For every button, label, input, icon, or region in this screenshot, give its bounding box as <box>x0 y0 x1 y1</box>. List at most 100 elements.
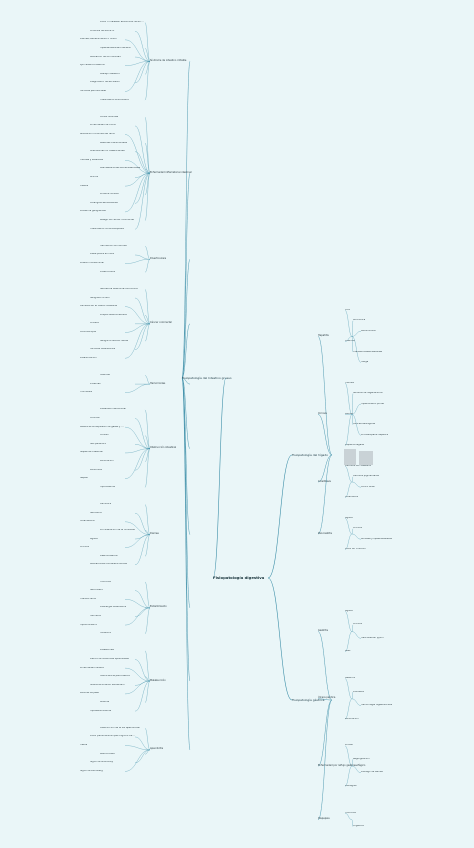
group-node[interactable]: Dispepsia <box>318 817 330 821</box>
leaf-node[interactable]: Tránsito lento <box>80 597 97 600</box>
leaf-node[interactable]: Diverticulitis <box>100 270 115 273</box>
group-node[interactable]: Obstrucción intestinal <box>150 446 177 450</box>
leaf-node[interactable]: Sepsis <box>80 477 88 480</box>
leaf-node[interactable]: Riesgo de cáncer colorrectal <box>100 219 134 222</box>
leaf-node[interactable]: Fístulas y estenosis <box>80 158 104 161</box>
group-node[interactable]: Pancreatitis <box>318 531 332 535</box>
leaf-node[interactable]: Alteración de la motilidad <box>90 55 121 58</box>
group-node[interactable]: Cáncer colorrectal <box>150 321 172 325</box>
leaf-node[interactable]: Pioderma gangrenoso <box>80 210 107 213</box>
leaf-node[interactable]: Criterios de Roma IV <box>90 29 115 32</box>
leaf-node[interactable]: Secuencia adenoma-carcinoma <box>100 287 138 290</box>
leaf-node[interactable]: Cólico biliar <box>361 485 375 488</box>
leaf-node[interactable]: Aguda <box>345 516 353 519</box>
leaf-node[interactable]: Pólipos adenomatosos <box>100 313 127 316</box>
leaf-node[interactable]: Diarrea, estreñimiento o mixto <box>80 38 117 41</box>
leaf-node[interactable]: Signo de Blumberg <box>80 769 103 772</box>
leaf-node[interactable]: Ascitis <box>345 412 353 415</box>
leaf-node[interactable]: Perforación <box>345 717 359 720</box>
leaf-node[interactable]: Fecaloma <box>100 632 112 635</box>
leaf-node[interactable]: Aguda <box>345 609 353 612</box>
leaf-node[interactable]: Disinergia defecatoria <box>100 606 127 609</box>
leaf-node[interactable]: Tratamiento sintomático <box>100 98 130 101</box>
leaf-node[interactable]: Funcional <box>100 580 112 583</box>
leaf-node[interactable]: Aguda <box>90 537 98 540</box>
leaf-node[interactable]: Hemorragia digestiva alta <box>361 704 393 707</box>
leaf-node[interactable]: Déficit de vitaminas liposolubles <box>90 658 129 660</box>
root-node[interactable]: Fisiopatología digestiva <box>213 574 265 580</box>
leaf-node[interactable]: Duodenal <box>353 690 365 693</box>
leaf-node[interactable]: Hipoalbuminemia <box>90 709 112 712</box>
leaf-node[interactable]: Amilasa y lipasa elevadas <box>361 537 392 540</box>
leaf-node[interactable]: Vómitos <box>90 417 100 420</box>
leaf-node[interactable]: Enfermedad de Crohn <box>90 124 117 127</box>
leaf-node[interactable]: Orgánica <box>353 825 364 828</box>
group-node[interactable]: Diarrea <box>150 532 159 536</box>
leaf-node[interactable]: Osmótica <box>100 503 112 506</box>
leaf-node[interactable]: Gástrica <box>345 677 355 680</box>
leaf-node[interactable]: Perforación <box>100 460 114 463</box>
leaf-node[interactable]: Sangre oculta en heces <box>100 339 129 342</box>
leaf-node[interactable]: Hipertensión portal <box>361 402 385 405</box>
group-node[interactable]: Úlcera péptica <box>318 696 336 700</box>
leaf-node[interactable]: Crónica <box>353 623 363 626</box>
leaf-node[interactable]: Alteraciones hidroelectrolíticas <box>90 563 127 566</box>
leaf-node[interactable]: Nódulos de regeneración <box>353 392 383 395</box>
leaf-node[interactable]: Diagnóstico de exclusión <box>90 81 120 84</box>
leaf-node[interactable]: Artritis <box>90 176 99 179</box>
branch-node[interactable]: Fisiopatología gástrica <box>292 697 325 702</box>
leaf-node[interactable]: Íleo paralítico <box>90 442 107 445</box>
leaf-node[interactable]: Estadificación <box>80 356 97 359</box>
leaf-node[interactable]: Funcional <box>345 811 357 814</box>
leaf-node[interactable]: Lesiones transmurales <box>100 141 127 144</box>
leaf-node[interactable]: Regurgitación <box>353 757 370 760</box>
leaf-node[interactable]: Fatiga <box>361 360 369 363</box>
leaf-node[interactable]: Dolor o malestar abdominal recurrente co… <box>100 21 145 24</box>
group-node[interactable]: Enfermedad inflamatoria intestinal <box>150 170 192 174</box>
group-node[interactable]: Colelitiasis <box>318 479 331 483</box>
leaf-node[interactable]: Colecistitis <box>345 496 358 499</box>
leaf-node[interactable]: Sangrado oculto <box>90 296 110 299</box>
leaf-node[interactable]: Helicobacter pylori <box>361 636 384 639</box>
leaf-node[interactable]: Pirosis <box>345 744 353 747</box>
branch-node[interactable]: Fisiopatología del hígado <box>292 452 328 457</box>
group-node[interactable]: Malabsorción <box>150 678 166 682</box>
leaf-node[interactable]: Colitis ulcerosa <box>100 115 119 118</box>
group-node[interactable]: Hemorroides <box>150 381 166 385</box>
leaf-node[interactable]: Vólvulo <box>100 434 109 437</box>
leaf-node[interactable]: Insuficiencia pancreática <box>100 675 130 678</box>
leaf-node[interactable]: Viral <box>345 308 351 311</box>
leaf-node[interactable]: Por alteración de la motilidad <box>100 528 136 531</box>
leaf-node[interactable]: Dolor en cinturón <box>345 548 366 551</box>
leaf-node[interactable]: Granulomas no caseificantes <box>90 150 125 153</box>
leaf-node[interactable]: Afectación continua del recto <box>80 132 115 135</box>
leaf-node[interactable]: Manejo dietético <box>100 72 120 75</box>
group-node[interactable]: Gastritis <box>318 629 328 633</box>
group-node[interactable]: Enfermedad por reflujo gastroesofágico <box>318 763 366 767</box>
leaf-node[interactable]: Esplenomegalia <box>345 444 364 447</box>
leaf-node[interactable]: Cambios en el hábito intestinal <box>80 305 118 308</box>
leaf-node[interactable]: Sobrecrecimiento bacteriano <box>90 683 125 686</box>
group-node[interactable]: Estreñimiento <box>150 605 167 609</box>
leaf-node[interactable]: Manifestaciones extraintestinales <box>100 167 141 170</box>
leaf-node[interactable]: Tratamiento inmunosupresor <box>90 227 125 230</box>
leaf-node[interactable]: Colangitis esclerosante <box>90 201 118 204</box>
leaf-node[interactable]: Colonoscopia <box>80 330 96 333</box>
leaf-node[interactable]: Peritonitis <box>90 468 102 471</box>
leaf-node[interactable]: Obstrucción de la luz apendicular <box>100 726 141 729</box>
leaf-node[interactable]: Pérdida de peso <box>80 692 100 695</box>
leaf-node[interactable]: Esteatorrea <box>100 649 114 652</box>
leaf-node[interactable]: Isquemia intestinal <box>80 451 103 454</box>
group-node[interactable]: Cirrosis <box>318 411 327 415</box>
leaf-node[interactable]: Autoinmune <box>361 329 376 332</box>
leaf-node[interactable]: Dieta pobre en fibra <box>90 253 115 256</box>
leaf-node[interactable]: Dolor periumbilical que migra a fosa ilí… <box>90 735 135 738</box>
leaf-node[interactable]: Crónica <box>353 527 363 530</box>
leaf-node[interactable]: Leucocitosis <box>100 752 115 755</box>
leaf-node[interactable]: Encefalopatía hepática <box>361 433 389 436</box>
leaf-node[interactable]: Secundario <box>90 589 104 592</box>
leaf-node[interactable]: Ausencia de expulsión de gases y heces <box>80 425 125 428</box>
leaf-node[interactable]: Hipersensibilidad visceral <box>100 46 131 49</box>
group-node[interactable]: Diverticulosis <box>150 256 167 260</box>
leaf-node[interactable]: Factores hereditarios <box>90 348 116 351</box>
